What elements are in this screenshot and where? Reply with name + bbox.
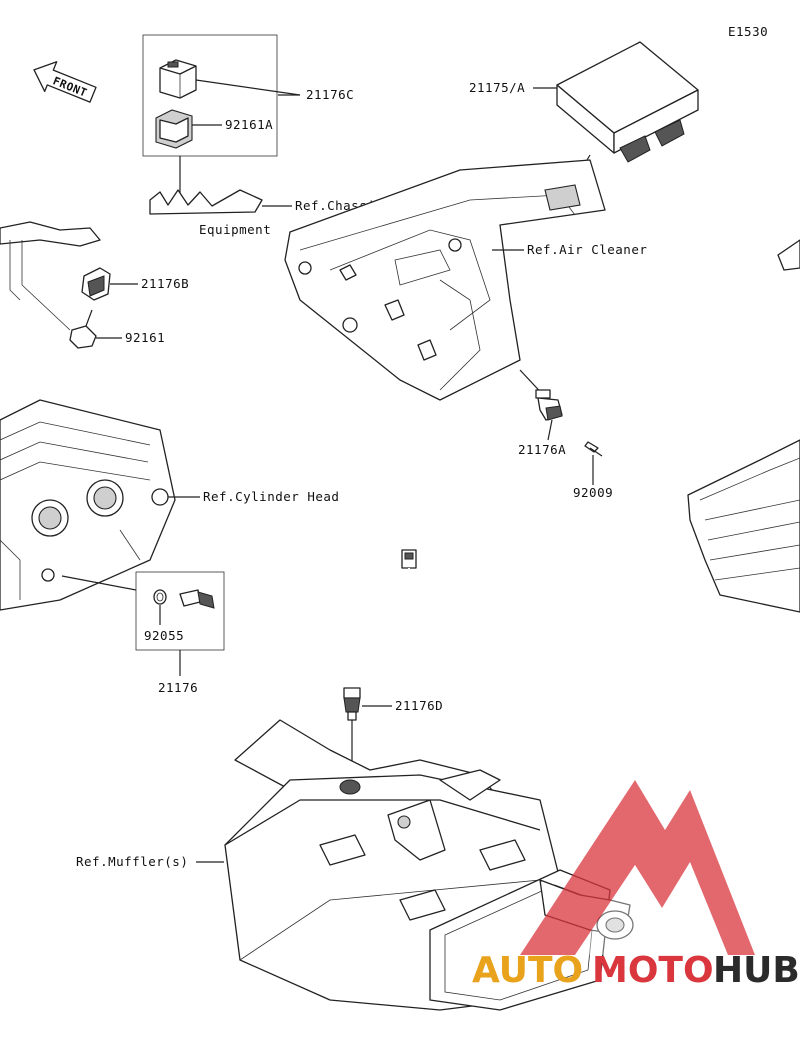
callout-21176d: 21176D — [395, 698, 443, 713]
cylinder-head-left — [0, 399, 176, 611]
sensor-21176 — [179, 589, 215, 609]
relay-holder-92161a — [155, 109, 193, 149]
ref-cylinder-head: Ref.Cylinder Head — [203, 489, 339, 504]
ref-muffler: Ref.Muffler(s) — [76, 854, 188, 869]
callout-21176b: 21176B — [141, 276, 189, 291]
screw-92009 — [584, 441, 603, 457]
callout-92009: 92009 — [573, 485, 613, 500]
callout-21176c: 21176C — [306, 87, 354, 102]
cylinder-right — [687, 439, 800, 613]
washer-92055 — [153, 589, 167, 605]
bolt-92161 — [69, 309, 97, 349]
air-cleaner-housing — [284, 159, 606, 401]
callout-92161a: 92161A — [225, 117, 273, 132]
callout-21175a: 21175/A — [469, 80, 525, 95]
watermark-auto: AUTO — [472, 950, 583, 991]
ref-air-cleaner: Ref.Air Cleaner — [527, 242, 647, 257]
ref-chassis-2: Equipment — [199, 222, 271, 237]
o2-sensor-21176d — [343, 549, 417, 721]
callout-21176: 21176 — [158, 680, 198, 695]
relay-21176c — [159, 59, 197, 99]
callout-21176a: 21176A — [518, 442, 566, 457]
chassis-bracket — [0, 189, 263, 331]
callout-92055: 92055 — [144, 628, 184, 643]
watermark-hub: HUB — [713, 950, 800, 991]
front-arrow-icon: FRONT — [33, 61, 97, 103]
diagram-code: E1530 — [728, 24, 768, 39]
automotohub-wordmark: AUTO MOTO HUB — [472, 950, 800, 991]
right-bracket — [777, 239, 800, 271]
sensor-21176a — [535, 389, 563, 421]
callout-92161: 92161 — [125, 330, 165, 345]
ecu-21175a — [556, 41, 699, 163]
watermark-moto: MOTO — [592, 950, 714, 991]
sensor-21176b — [81, 267, 111, 301]
relay-box-frame — [142, 34, 278, 157]
automotohub-watermark — [520, 780, 755, 955]
